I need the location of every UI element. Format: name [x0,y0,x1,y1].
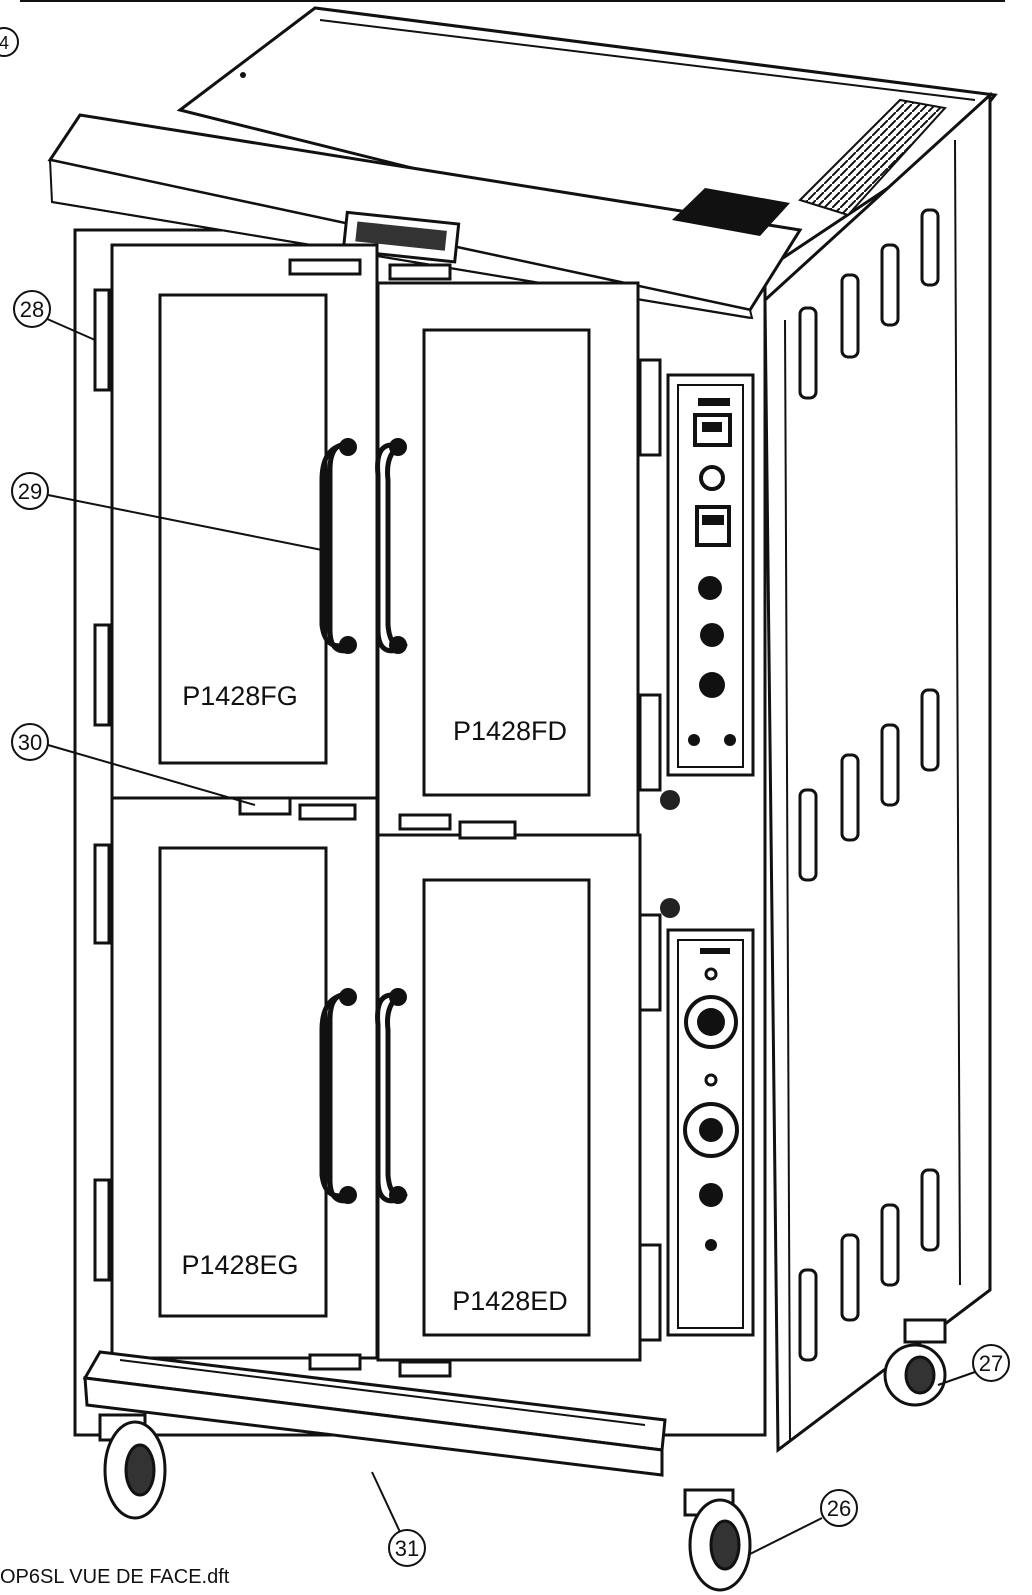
svg-text:31: 31 [395,1536,419,1561]
upper-left-door[interactable] [110,243,379,812]
callout-27: 27 [937,1344,1010,1386]
top-border-line [20,0,1005,2]
sheet-number: 4 [0,33,9,53]
svg-text:29: 29 [18,479,42,504]
rear-vent-grill [798,98,947,217]
lower-left-door[interactable] [110,796,379,1360]
door-label-upper-right: P1428FD [453,716,567,746]
right-side-panel [763,91,992,1453]
door-label-lower-right: P1428ED [452,1286,568,1316]
callout-29: 29 [11,472,323,551]
callout-31: 31 [371,1471,426,1567]
door-label-upper-left: P1428FG [182,681,298,711]
callout-26: 26 [747,1489,858,1556]
front-right-castor [683,1488,752,1592]
rear-right-castor [883,1318,947,1407]
upper-right-door[interactable] [376,281,640,842]
svg-text:26: 26 [827,1496,851,1521]
callout-30: 30 [11,723,256,806]
lower-control-panel[interactable] [666,928,755,1337]
upper-control-panel[interactable] [666,373,755,777]
canopy-vent [672,188,790,236]
callout-28: 28 [13,290,96,341]
door-latches [238,258,517,1378]
svg-text:27: 27 [979,1351,1003,1376]
right-hinges [638,358,662,1342]
front-left-castor [98,1413,167,1520]
sheet-number-badge: 4 [0,27,19,57]
left-hinges [93,288,111,1282]
svg-text:30: 30 [18,730,42,755]
door-label-lower-left: P1428EG [181,1250,298,1280]
drawing-filename: OP6SL VUE DE FACE.dft [0,1566,230,1588]
lower-right-door[interactable] [376,833,642,1362]
svg-text:28: 28 [20,297,44,322]
side-vents [798,208,940,1362]
